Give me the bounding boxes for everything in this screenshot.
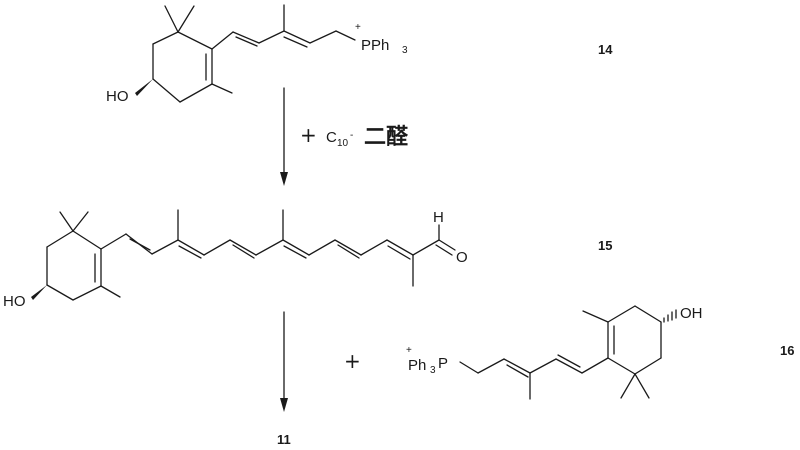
- wedge-bond: [31, 285, 47, 300]
- hydroxyl-label: HO: [106, 88, 129, 105]
- compound-label-16: 16: [780, 343, 794, 358]
- phosphonium-prefix: Ph: [408, 357, 426, 374]
- reagent-subscript: 10: [337, 138, 349, 149]
- compound-label-15: 15: [598, 238, 612, 253]
- phosphonium-charge: +: [355, 22, 361, 33]
- hydroxyl-label: OH: [680, 305, 703, 322]
- compound-label-11: 11: [277, 432, 291, 447]
- phosphonium-label: PPh: [361, 37, 389, 54]
- reagent-dash: -: [350, 130, 353, 141]
- reaction-arrow-1: [280, 87, 288, 186]
- reaction-arrow-2: [280, 311, 288, 412]
- aldehyde-h: H: [433, 209, 444, 226]
- plus-sign: +: [344, 349, 361, 373]
- plus-sign: +: [300, 123, 317, 147]
- compound-16-structure: + Ph 3 P OH: [406, 305, 703, 400]
- phosphonium-subscript: 3: [402, 45, 408, 56]
- reagent-c10-dialdehyde: + C 10 - 二醛: [300, 123, 409, 150]
- reagent-carbon: C: [326, 129, 337, 146]
- phosphonium-charge: +: [406, 345, 412, 356]
- phosphonium-subscript: 3: [430, 365, 436, 376]
- hydroxyl-label: HO: [3, 293, 26, 310]
- reagent-name: 二醛: [364, 125, 409, 150]
- aldehyde-o: O: [456, 249, 468, 266]
- wedge-bond: [135, 79, 153, 96]
- hashed-wedge-bond: [663, 309, 677, 323]
- compound-14-structure: HO + PPh 3: [106, 4, 408, 105]
- compound-label-14: 14: [598, 42, 613, 57]
- phosphonium-p: P: [438, 355, 448, 372]
- compound-15-structure: HO H O: [3, 209, 468, 310]
